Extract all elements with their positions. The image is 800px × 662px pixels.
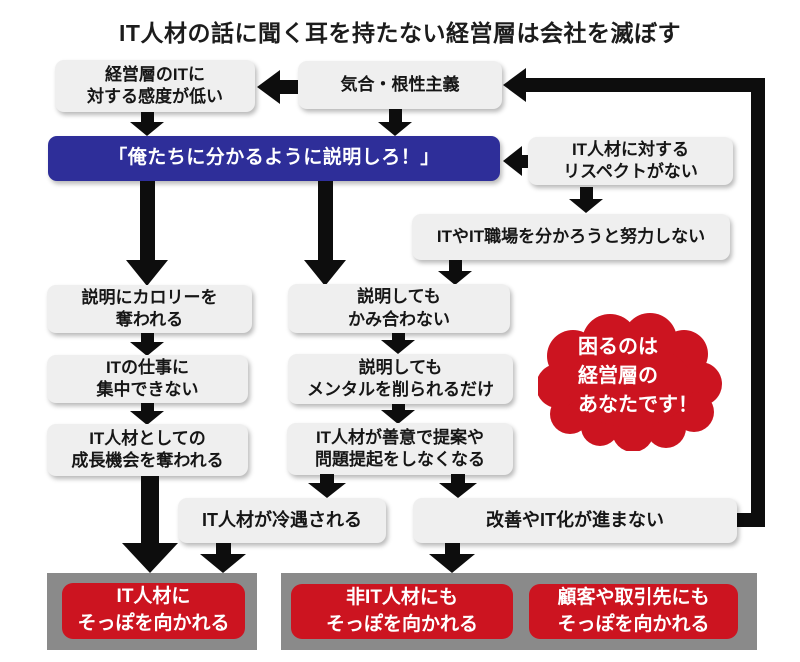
arrowhead-down-icon bbox=[381, 410, 415, 424]
box-explain-demand: 「俺たちに分かるように説明しろ！」 bbox=[48, 136, 500, 181]
arrowhead-down-icon bbox=[304, 260, 346, 286]
arrowhead-down-icon bbox=[438, 271, 472, 285]
alert-cloud-text: 困るのは 経営層の あなたです！ bbox=[578, 336, 698, 416]
loop-line-right bbox=[751, 78, 765, 527]
arrowhead-down-icon bbox=[569, 199, 603, 213]
arrow-loop-into-guts bbox=[503, 68, 526, 102]
arrow-guts-down bbox=[378, 109, 412, 136]
arrow-proposals-down-right bbox=[439, 474, 477, 498]
box-calorie-drain: 説明にカロリーを 奪われる bbox=[47, 285, 252, 333]
arrowhead-down-icon bbox=[130, 122, 164, 136]
box-talk-mismatch: 説明しても かみ合わない bbox=[288, 284, 510, 333]
arrow-cold-down bbox=[200, 543, 246, 573]
arrowhead-down-icon bbox=[439, 483, 477, 498]
arrow-effort-down bbox=[438, 260, 472, 285]
arrow-mental-down bbox=[381, 404, 415, 424]
box-it-turn-away: IT人材に そっぽを向かれる bbox=[62, 583, 245, 639]
box-no-improvement: 改善やIT化が進まない bbox=[413, 498, 737, 543]
arrow-focus-down bbox=[130, 403, 164, 425]
box-customers-turn-away: 顧客や取引先にも そっぽを向かれる bbox=[529, 584, 738, 639]
arrowhead-down-icon bbox=[130, 411, 164, 425]
arrowhead-down-icon bbox=[378, 122, 412, 136]
arrow-mismatch-down bbox=[381, 333, 415, 354]
arrow-demand-down-middle bbox=[304, 181, 346, 286]
arrow-respect-to-demand bbox=[503, 146, 528, 176]
arrowhead-left-icon bbox=[503, 146, 522, 176]
loop-line-bottom bbox=[737, 513, 765, 527]
arrow-respect-down bbox=[569, 187, 603, 213]
arrowhead-left-icon bbox=[503, 68, 526, 102]
box-mental-drain: 説明しても メンタルを削られるだけ bbox=[288, 354, 513, 404]
arrow-guts-to-sensitivity bbox=[257, 70, 298, 104]
arrow-improvement-down bbox=[429, 543, 475, 573]
box-no-respect: IT人材に対する リスペクトがない bbox=[528, 137, 733, 185]
box-low-it-sensitivity: 経営層のITに 対する感度が低い bbox=[55, 60, 255, 112]
box-lost-growth: IT人材としての 成長機会を奪われる bbox=[47, 424, 248, 476]
arrow-calorie-down bbox=[130, 333, 164, 356]
arrow-proposals-down-left bbox=[308, 474, 346, 498]
arrowhead-down-icon bbox=[381, 340, 415, 354]
alert-cloud-icon bbox=[538, 313, 722, 451]
arrowhead-down-icon bbox=[130, 342, 164, 356]
box-cold-treatment: IT人材が冷遇される bbox=[178, 498, 386, 543]
box-no-proposals: IT人材が善意で提案や 問題提起をしなくなる bbox=[287, 423, 513, 475]
box-cannot-focus: ITの仕事に 集中できない bbox=[47, 355, 248, 403]
arrow-growth-down bbox=[122, 476, 178, 573]
arrowhead-down-icon bbox=[429, 554, 475, 573]
loop-line-top bbox=[524, 78, 765, 92]
arrowhead-down-icon bbox=[308, 483, 346, 498]
arrowhead-down-icon bbox=[126, 260, 168, 286]
arrowhead-down-icon bbox=[122, 543, 178, 573]
arrow-demand-down-left bbox=[126, 181, 168, 286]
arrow-sensitivity-down bbox=[130, 112, 164, 136]
box-no-effort: ITやIT職場を分かろうと努力しない bbox=[412, 214, 730, 260]
diagram-title: IT人材の話に聞く耳を持たない経営層は会社を滅ぼす bbox=[119, 20, 681, 46]
box-non-it-turn-away: 非IT人材にも そっぽを向かれる bbox=[291, 584, 513, 639]
arrowhead-down-icon bbox=[200, 554, 246, 573]
arrowhead-left-icon bbox=[257, 70, 280, 104]
box-guts-ism: 気合・根性主義 bbox=[298, 61, 502, 109]
